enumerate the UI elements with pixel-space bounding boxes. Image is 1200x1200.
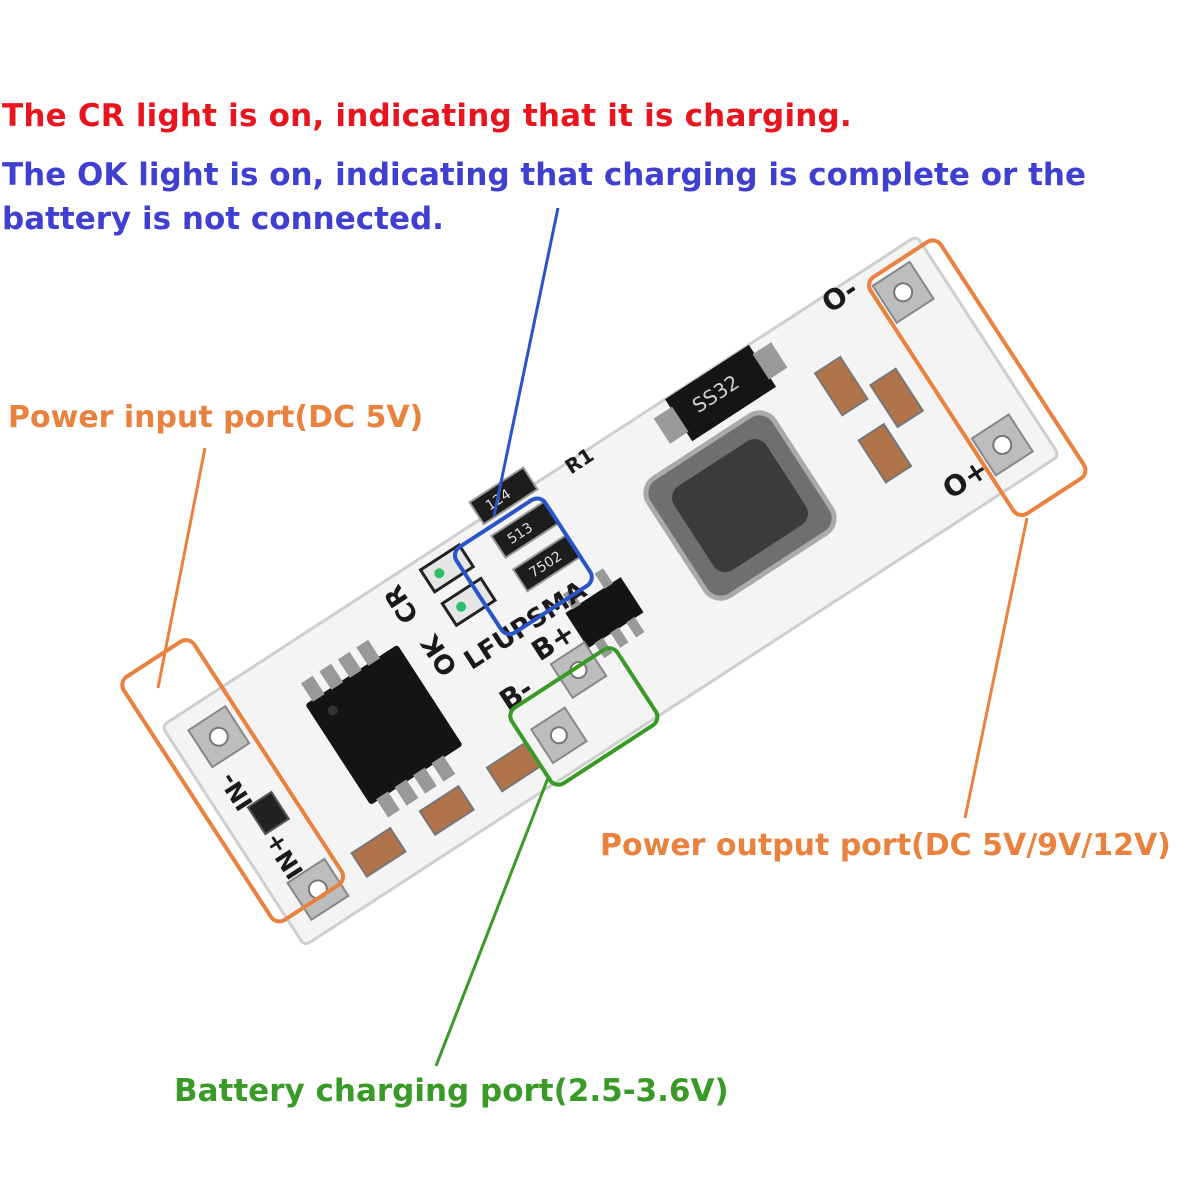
inductor: [643, 410, 837, 601]
ok-light-note: The OK light is on, indicating that char…: [2, 157, 1086, 237]
status-leds: [418, 542, 498, 628]
battery-leader-line: [434, 777, 550, 1067]
input-pads: [186, 704, 350, 922]
output-pads: [871, 260, 1035, 477]
battery-port-highlight: [508, 646, 660, 787]
output-capacitors: [813, 355, 925, 484]
output-port-highlight: [867, 238, 1088, 518]
battery-port-label: Battery charging port(2.5-3.6V): [174, 1073, 729, 1109]
input-capacitors: [350, 741, 543, 879]
input-leader-line: [156, 447, 207, 689]
schottky-diode: [653, 342, 788, 444]
power-output-label: Power output port(DC 5V/9V/12V): [600, 828, 1171, 863]
cr-light-note: The CR light is on, indicating that it i…: [2, 98, 852, 134]
led-highlight: [452, 496, 594, 637]
input-port-highlight: [120, 638, 346, 924]
ok-leader-line: [492, 207, 560, 517]
output-leader-line: [963, 517, 1029, 819]
input-resistor: [246, 790, 291, 836]
boost-ic: [300, 639, 462, 818]
pcb-board: OK CR LFUPSMA R1 B- B+ IN- IN+ O- O+ SS3…: [162, 236, 1059, 945]
power-input-label: Power input port(DC 5V): [8, 400, 424, 435]
